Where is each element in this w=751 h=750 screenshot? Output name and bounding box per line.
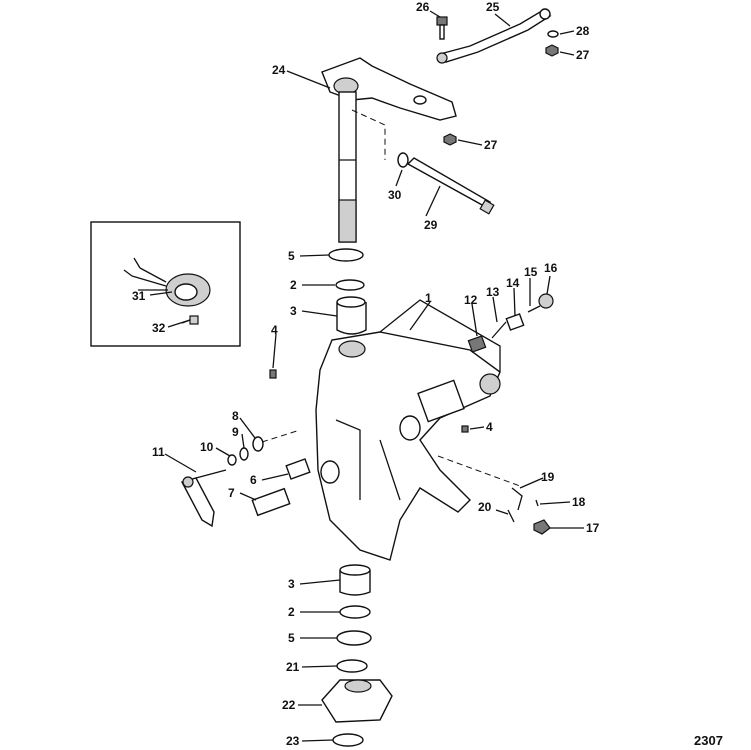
inset-box [90,221,241,347]
spring-19 [511,487,523,511]
callout-20: 20 [478,500,492,514]
callout-23: 23 [286,734,300,748]
callout-19: 19 [541,470,555,484]
clip-17 [533,519,551,535]
callout-17: 17 [586,521,600,535]
pin-15 [527,305,541,313]
callout-29: 29 [424,218,438,232]
callout-3: 3 [288,577,295,591]
callout-5: 5 [288,631,295,645]
callout-31: 31 [132,289,146,303]
callout-27: 27 [576,48,590,62]
washer-9 [239,447,249,461]
snap-ring-21 [336,659,368,673]
pin-20 [507,509,515,523]
callout-11: 11 [152,445,165,459]
callout-24: 24 [272,63,286,77]
pin-18 [535,499,539,507]
callout-2: 2 [290,278,297,292]
callout-27: 27 [484,138,498,152]
callout-8: 8 [232,409,239,423]
ring-5-upper [328,248,364,262]
washer-28 [547,30,559,38]
fitting-4a [269,369,277,379]
callout-13: 13 [486,285,500,299]
callout-15: 15 [524,265,538,279]
washer-30 [397,152,409,168]
spring-13 [491,321,507,339]
callout-30: 30 [388,188,402,202]
steering-arm [321,57,457,243]
callout-1: 1 [425,291,432,305]
link-rod [436,8,552,64]
nut-27b [443,133,457,146]
callout-4: 4 [486,420,493,434]
callout-10: 10 [200,440,214,454]
callout-6: 6 [250,473,257,487]
callout-7: 7 [228,486,235,500]
knob-16 [538,293,554,309]
callout-14: 14 [506,276,520,290]
bushing-3-upper [336,296,367,335]
callout-9: 9 [232,425,239,439]
leader-lines [149,10,584,742]
bushing-7 [251,487,291,517]
ring-2-lower [339,605,371,619]
figure-number: 2307 [694,733,723,748]
lever-11 [180,469,227,528]
bushing-3-lower [339,564,371,596]
callout-28: 28 [576,24,590,38]
callout-26: 26 [416,0,430,14]
callout-18: 18 [572,495,586,509]
callout-16: 16 [544,261,558,275]
callout-4: 4 [271,323,278,337]
yoke-22 [321,679,393,723]
callout-3: 3 [290,304,297,318]
callout-5: 5 [288,249,295,263]
callout-32: 32 [152,321,166,335]
alignment-line-right [437,455,521,487]
swivel-bracket [315,299,501,561]
callout-25: 25 [486,0,500,14]
sensor-assembly [123,257,211,307]
stud-12 [467,335,487,353]
alignment-line-left [261,429,301,443]
snap-ring-23 [332,733,364,747]
callouts: 26 25 28 27 24 27 30 29 5 2 3 1 12 13 14… [132,0,600,748]
ring-2-upper [335,279,365,291]
callout-21: 21 [286,660,300,674]
callout-22: 22 [282,698,296,712]
ring-5-lower [336,630,372,646]
sleeve-14 [505,313,525,331]
tie-bar [406,157,495,215]
fitting-4b [461,425,469,433]
washer-10 [227,454,237,466]
ring-8 [252,436,264,452]
bolt-26 [436,16,448,40]
bushing-6 [285,458,311,480]
callout-12: 12 [464,293,478,307]
callout-2: 2 [288,605,295,619]
nut-27a [545,44,559,57]
